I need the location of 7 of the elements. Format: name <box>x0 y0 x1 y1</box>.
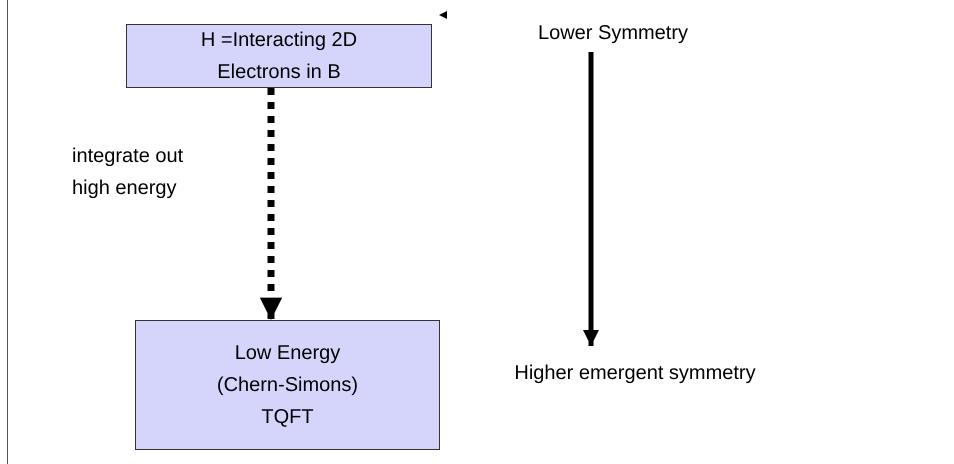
arrow <box>583 52 599 346</box>
text-label: Lower Symmetry <box>508 18 718 48</box>
text-label: Higher emergent symmetry <box>470 358 800 388</box>
process-box: H =Interacting 2D Electrons in B <box>126 24 432 88</box>
process-box: Low Energy (Chern-Simons) TQFT <box>135 320 440 450</box>
edge-label: integrate out high energy <box>72 144 184 201</box>
dotted-arrow <box>260 88 282 320</box>
